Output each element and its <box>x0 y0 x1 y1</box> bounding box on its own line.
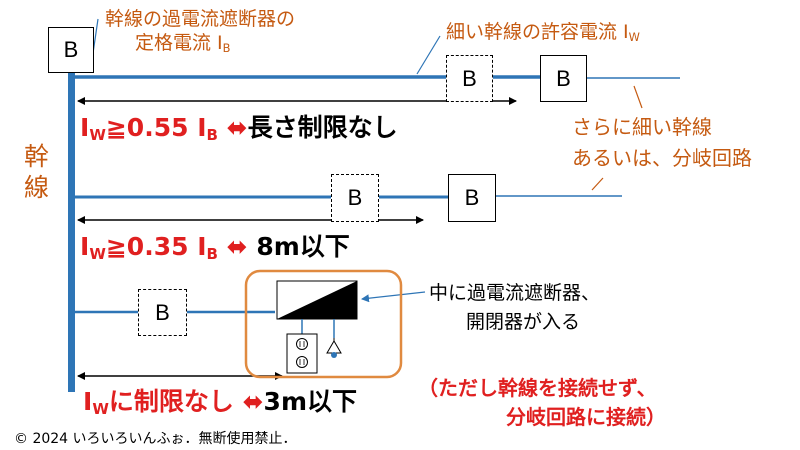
leader-further-1 <box>633 85 643 109</box>
trunk-breaker-note: 幹線の過電流遮断器の 定格電流 IB <box>105 8 296 55</box>
condition-3-note: （ただし幹線を接続せず、 分岐回路に接続） <box>418 376 666 429</box>
panel-breaker-fill <box>277 281 357 319</box>
condition-1: IW≧0.55 IB ⬌長さ制限なし <box>80 113 398 144</box>
branch2-breaker-dashed: B <box>331 174 379 222</box>
leader-thin-trunk <box>416 35 441 75</box>
branch2-breaker: B <box>448 174 496 222</box>
outlet-icon <box>286 333 318 374</box>
trunk-bus <box>68 70 75 392</box>
branch1-breaker: B <box>540 55 587 102</box>
light-fixture-icon <box>326 338 342 358</box>
leader-panel <box>361 291 426 303</box>
copyright: © 2024 いろいろいんふぉ．無断使用禁止． <box>14 431 297 447</box>
further-thin-note: さらに細い幹線 あるいは、分岐回路 <box>572 115 752 170</box>
trunk-breaker: B <box>48 27 94 73</box>
leader-further-2 <box>591 177 604 191</box>
branch1-breaker-dashed: B <box>446 55 493 102</box>
condition-3: IWに制限なし ⬌3m以下 <box>83 387 357 418</box>
trunk-label: 幹線 <box>24 142 50 202</box>
branch3-breaker-dashed: B <box>138 289 187 336</box>
condition-2: IW≧0.35 IB ⬌ 8m以下 <box>80 232 350 263</box>
panel-note: 中に過電流遮断器、 開閉器が入る <box>429 282 601 333</box>
panel-frame <box>244 269 403 379</box>
thin-trunk-current-note: 細い幹線の許容電流 IW <box>446 21 640 44</box>
